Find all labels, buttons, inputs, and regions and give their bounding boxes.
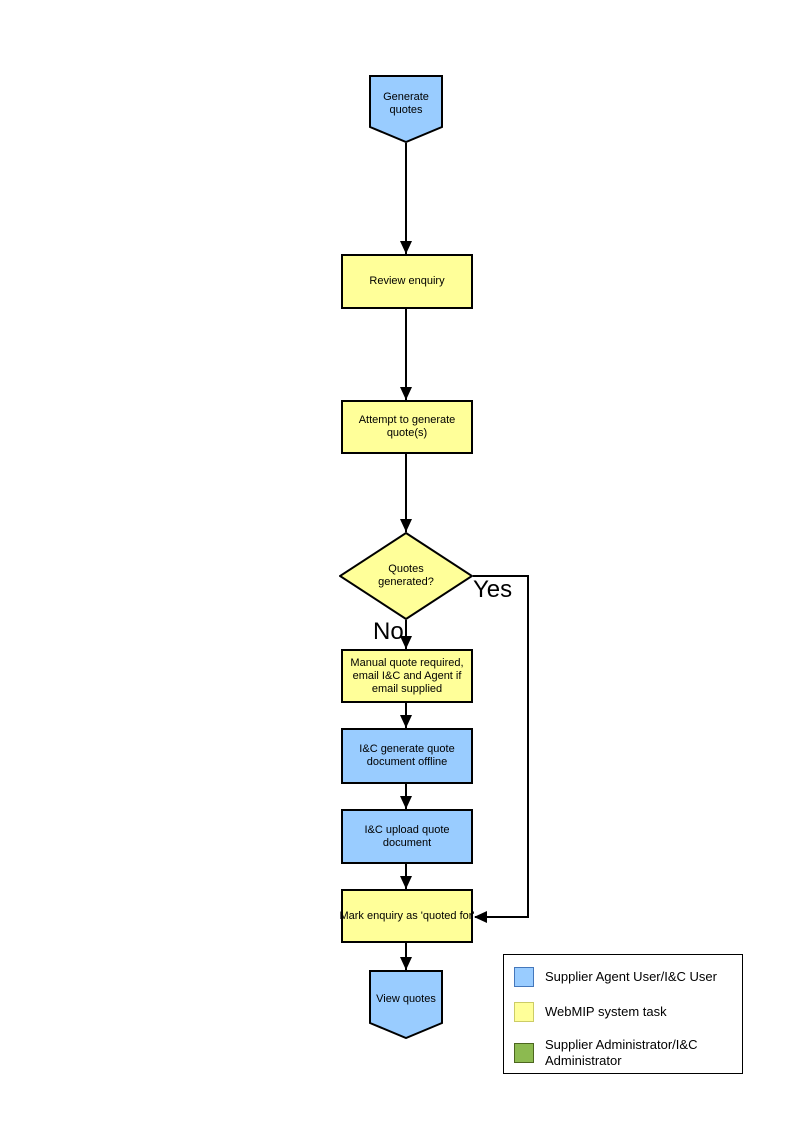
- arrowhead-icon: [400, 241, 412, 254]
- arrowhead-icon: [400, 957, 412, 970]
- flow-node-label: Manual quote required, email I&C and Age…: [350, 656, 464, 695]
- connector-yes-vertical: [527, 575, 529, 918]
- connector-yes-bottom: [475, 916, 529, 918]
- legend-label: Supplier Agent User/I&C User: [545, 969, 717, 984]
- legend-swatch-user: [514, 967, 534, 987]
- flow-node-label: Quotes generated?: [378, 563, 434, 588]
- arrowhead-icon: [400, 876, 412, 889]
- legend-swatch-admin: [514, 1043, 534, 1063]
- flow-node-view-quotes: View quotes: [369, 970, 443, 1039]
- flow-node-generate-offline: I&C generate quote document offline: [341, 728, 473, 784]
- flow-node-upload-document: I&C upload quote document: [341, 809, 473, 864]
- flow-node-label: I&C upload quote document: [364, 823, 450, 849]
- arrowhead-icon: [400, 796, 412, 809]
- connector-mark-end: [405, 943, 407, 970]
- arrowhead-icon: [400, 636, 412, 649]
- arrowhead-icon: [400, 387, 412, 400]
- legend-label: WebMIP system task: [545, 1004, 667, 1019]
- legend-item-user: Supplier Agent User/I&C User: [514, 967, 741, 987]
- arrowhead-icon: [400, 715, 412, 728]
- flow-node-attempt-generate: Attempt to generate quote(s): [341, 400, 473, 454]
- connector-decision-manual: [405, 620, 407, 649]
- flow-node-label: Attempt to generate quote(s): [358, 414, 456, 439]
- legend-label: Supplier Administrator/I&C Administrator: [545, 1037, 698, 1068]
- flow-node-label: Generate quotes: [383, 91, 429, 116]
- flow-node-label: I&C generate quote document offline: [359, 743, 455, 768]
- flow-node-manual-quote: Manual quote required, email I&C and Age…: [341, 649, 473, 703]
- edge-label-yes: Yes: [473, 576, 513, 603]
- flow-node-review-enquiry: Review enquiry: [341, 254, 473, 309]
- connector-attempt-decision: [405, 454, 407, 532]
- flow-node-mark-quoted: Mark enquiry as 'quoted for': [339, 889, 475, 943]
- legend-swatch-system: [514, 1002, 534, 1022]
- legend-box: Supplier Agent User/I&C User WebMIP syst…: [503, 954, 743, 1074]
- flow-node-generate-quotes: Generate quotes: [369, 75, 443, 143]
- connector-start-review: [405, 143, 407, 254]
- connector-review-attempt: [405, 309, 407, 400]
- flow-node-label: View quotes: [376, 993, 436, 1005]
- legend-item-admin: Supplier Administrator/I&C Administrator: [514, 1037, 741, 1069]
- legend-item-system: WebMIP system task: [514, 1002, 741, 1022]
- arrowhead-icon: [474, 911, 487, 923]
- flow-node-quotes-generated-decision: Quotes generated?: [339, 532, 473, 620]
- arrowhead-icon: [400, 519, 412, 532]
- edge-label-no: No: [373, 618, 404, 645]
- pentagon-down-shape: [369, 970, 443, 1039]
- connector-yes-top: [473, 575, 529, 577]
- diamond-shape: [339, 532, 473, 620]
- flow-node-label: Review enquiry: [369, 275, 445, 287]
- pentagon-down-shape: [369, 75, 443, 143]
- flow-node-label: Mark enquiry as 'quoted for': [339, 909, 475, 922]
